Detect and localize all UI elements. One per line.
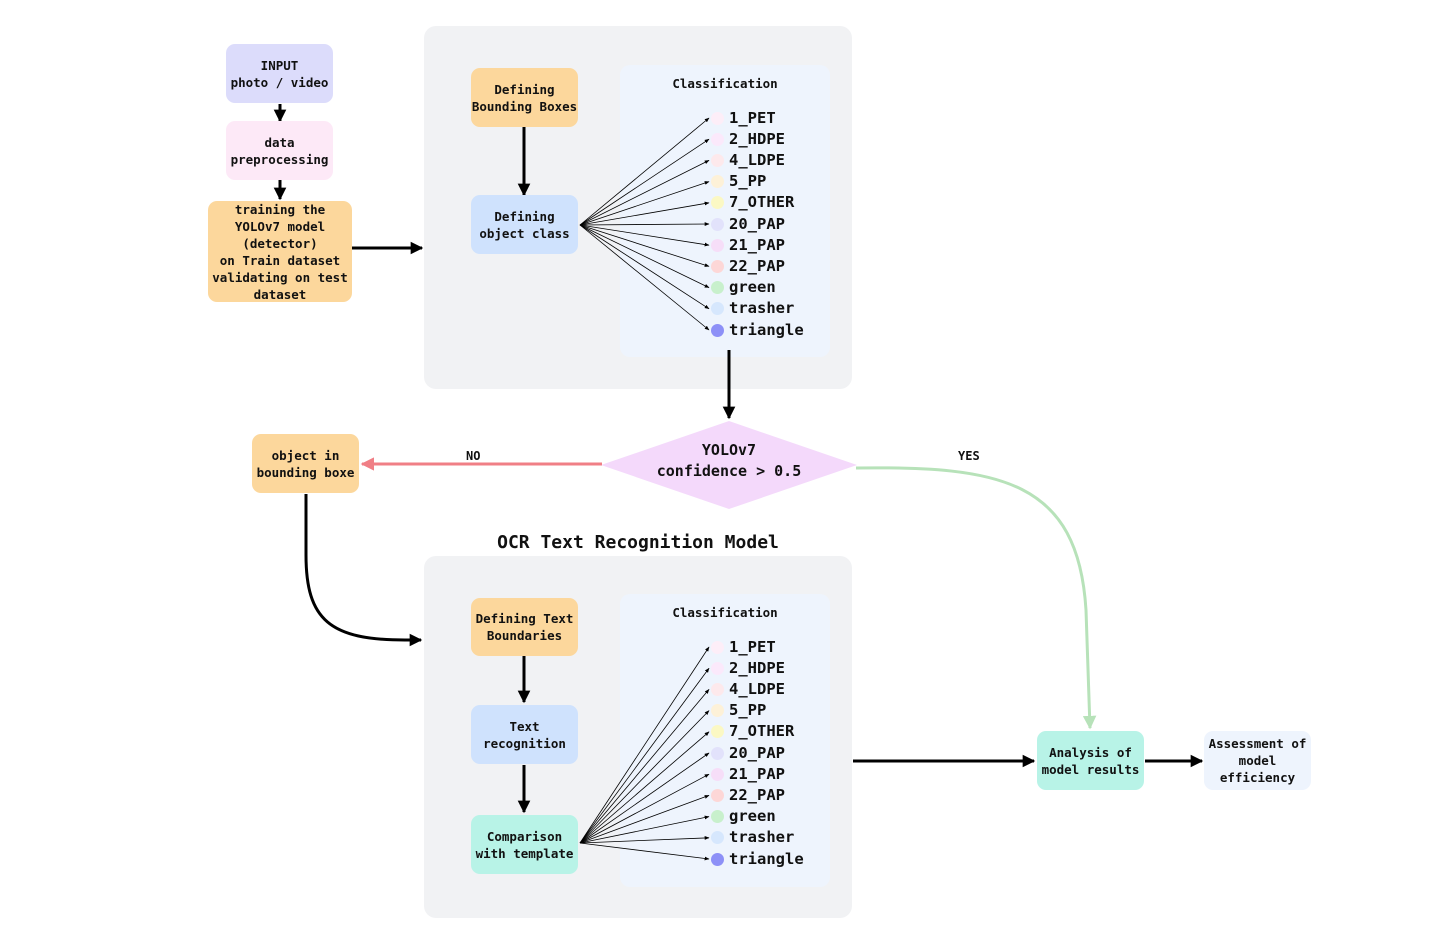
class-label-22-pap: 22_PAP <box>729 256 785 275</box>
class-label-2-hdpe: 2_HDPE <box>729 658 785 677</box>
class-dot-trasher <box>711 302 724 316</box>
class-dot-1-pet <box>711 111 724 125</box>
class-label-21-pap: 21_PAP <box>729 764 785 783</box>
fan-line-7-other <box>579 201 710 226</box>
class-dot-21-pap <box>711 238 724 252</box>
class-dot-4-ldpe <box>711 682 724 696</box>
class-label-1-pet: 1_PET <box>729 637 776 656</box>
classification-title-top: Classification <box>672 76 778 91</box>
class-dot-20-pap <box>711 746 724 760</box>
fan-line-20-pap <box>579 222 710 226</box>
fan-line-triangle <box>579 224 710 331</box>
class-dot-7-other <box>711 196 724 210</box>
class-label-4-ldpe: 4_LDPE <box>729 679 785 698</box>
no-label: NO <box>466 449 481 463</box>
classification-panel-bottom <box>620 594 830 887</box>
comparison-node: Comparison with template <box>471 815 578 874</box>
yes-label: YES <box>958 449 980 463</box>
object-in-bbox-node: object in bounding boxe <box>252 434 359 493</box>
class-label-7-other: 7_OTHER <box>729 193 795 212</box>
class-label-5-pp: 5_PP <box>729 172 767 191</box>
fan-line-20-pap <box>579 752 710 844</box>
class-dot-1-pet <box>711 640 724 654</box>
fan-line-4-ldpe <box>579 160 710 226</box>
fan-line-22-pap <box>579 224 710 267</box>
class-dot-21-pap <box>711 767 724 781</box>
input-node: INPUT photo / video <box>226 44 333 103</box>
decision-text: YOLOv7 confidence > 0.5 <box>656 441 802 480</box>
fan-line-trasher <box>579 836 710 844</box>
fan-line-green <box>579 815 710 844</box>
fan-line-triangle <box>579 842 710 861</box>
class-dot-7-other <box>711 725 724 739</box>
class-dot-22-pap <box>711 259 724 273</box>
class-dot-2-hdpe <box>711 132 724 146</box>
assessment-node: Assessment of model efficiency <box>1204 731 1311 790</box>
fan-line-4-ldpe <box>579 689 710 844</box>
fan-line-2-hdpe <box>579 667 710 844</box>
class-dot-trasher <box>711 831 724 845</box>
fan-line-trasher <box>579 224 710 310</box>
class-dot-triangle <box>711 323 724 337</box>
class-label-1-pet: 1_PET <box>729 108 776 127</box>
class-dot-triangle <box>711 852 724 866</box>
fan-line-21-pap <box>579 224 710 247</box>
class-dot-green <box>711 810 724 824</box>
fan-line-22-pap <box>579 795 710 844</box>
object-class-node: Defining object class <box>471 195 578 254</box>
class-label-7-other: 7_OTHER <box>729 722 795 741</box>
fan-line-21-pap <box>579 773 710 844</box>
fan-line-2-hdpe <box>579 138 710 226</box>
preprocessing-node: data preprocessing <box>226 121 333 180</box>
class-dot-20-pap <box>711 217 724 231</box>
fan-line-7-other <box>579 731 710 844</box>
text-recognition-node: Text recognition <box>471 705 578 764</box>
text-boundaries-node: Defining Text Boundaries <box>471 598 578 656</box>
class-label-triangle: triangle <box>729 849 804 868</box>
decision-diamond <box>601 421 857 509</box>
training-node: training the YOLOv7 model (detector) on … <box>208 201 352 302</box>
class-dot-22-pap <box>711 788 724 802</box>
class-dot-4-ldpe <box>711 153 724 167</box>
class-label-4-ldpe: 4_LDPE <box>729 150 785 169</box>
fan-line-5-pp <box>579 181 710 226</box>
class-dot-5-pp <box>711 704 724 718</box>
classification-panel-top <box>620 65 830 357</box>
class-label-green: green <box>729 278 776 297</box>
class-label-21-pap: 21_PAP <box>729 235 785 254</box>
arrow-yes <box>855 466 1097 730</box>
class-dot-green <box>711 281 724 295</box>
class-label-5-pp: 5_PP <box>729 701 767 720</box>
bounding-boxes-node: Defining Bounding Boxes <box>471 68 578 127</box>
fan-lines-top <box>579 117 710 331</box>
fan-lines-bottom <box>579 646 710 861</box>
class-label-20-pap: 20_PAP <box>729 743 785 762</box>
class-label-2-hdpe: 2_HDPE <box>729 129 785 148</box>
class-label-20-pap: 20_PAP <box>729 214 785 233</box>
arrow-fallback-to-ocr <box>304 494 423 647</box>
fan-line-1-pet <box>579 117 710 226</box>
class-dot-5-pp <box>711 175 724 189</box>
ocr-title: OCR Text Recognition Model <box>497 532 779 553</box>
class-dot-2-hdpe <box>711 661 724 675</box>
fan-line-5-pp <box>579 710 710 844</box>
class-label-trasher: trasher <box>729 828 795 847</box>
class-label-trasher: trasher <box>729 299 795 318</box>
class-label-22-pap: 22_PAP <box>729 785 785 804</box>
analysis-node: Analysis of model results <box>1037 731 1144 790</box>
class-label-green: green <box>729 807 776 826</box>
fan-line-green <box>579 224 710 288</box>
fan-line-1-pet <box>579 646 710 844</box>
class-label-triangle: triangle <box>729 320 804 339</box>
classification-title-bottom: Classification <box>672 605 778 620</box>
